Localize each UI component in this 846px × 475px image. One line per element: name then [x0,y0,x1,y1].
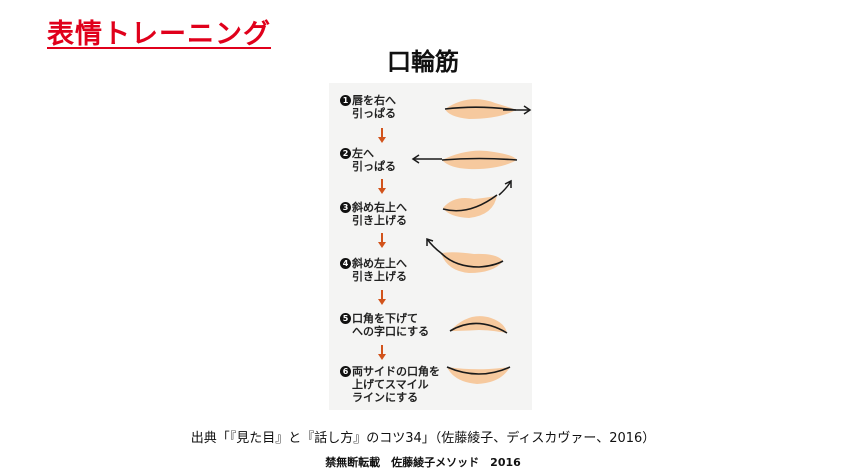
step-arrow-3 [378,233,386,248]
step-number-badge: 5 [340,313,351,324]
step-text-line1: 唇を右へ [352,94,396,107]
step-number-badge: 2 [340,148,351,159]
step-text-line2: 引っぱる [340,107,460,120]
step-text-line1: 斜め右上へ [352,201,407,214]
subject-title: 口輪筋 [0,42,846,77]
step-arrow-2 [378,179,386,194]
step-text-line2: への字口にする [340,325,460,338]
step-text-line2: 上げてスマイル [340,378,460,391]
step-number-badge: 4 [340,258,351,269]
step-arrow-1 [378,128,386,143]
step-text-line3: ラインにする [340,391,460,404]
copyright-notice: 禁無断転載 佐藤綾子メソッド 2016 [0,454,846,470]
step-number-badge: 3 [340,202,351,213]
step-text-line2: 引っぱる [340,160,460,173]
figure-illustrations [329,83,532,410]
step-text-line1: 両サイドの口角を [352,365,440,378]
step-text-line2: 引き上げる [340,270,460,283]
step-arrow-5 [378,345,386,360]
step-number-badge: 6 [340,366,351,377]
step-text-line1: 斜め左上へ [352,257,407,270]
step-arrow-4 [378,290,386,305]
step-text-line1: 左へ [352,147,374,160]
step-text-line1: 口角を下げて [352,312,418,325]
arrow-up-right-icon [499,181,511,195]
source-citation: 出典「『見た目』と『話し方』のコツ34」（佐藤綾子、ディスカヴァー、2016） [0,427,846,446]
arrow-up-left-icon [427,239,441,253]
step-number-badge: 1 [340,95,351,106]
step-text-line2: 引き上げる [340,214,460,227]
